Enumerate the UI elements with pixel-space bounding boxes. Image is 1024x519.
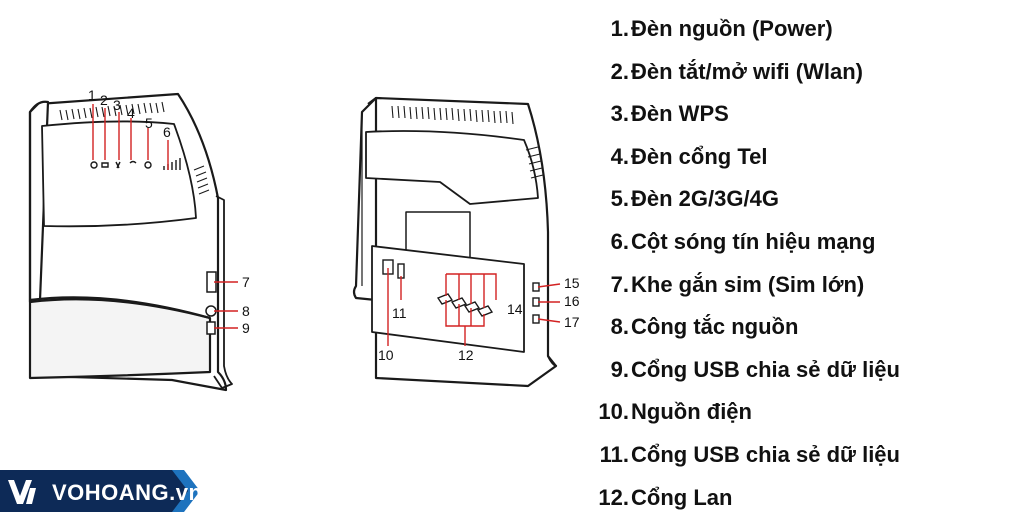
legend-item: 5.Đèn 2G/3G/4G (580, 178, 1020, 221)
power-led-icon (90, 161, 98, 169)
legend-text: Công tắc nguồn (631, 314, 799, 340)
brand-banner: VOHOANG.vn (0, 470, 203, 512)
legend-number: 4. (610, 143, 629, 169)
legend-number: 6. (610, 228, 629, 254)
legend-text: Đèn tắt/mở wifi (Wlan) (631, 58, 863, 84)
legend-text: Đèn WPS (631, 101, 729, 127)
legend-text: Nguồn điện (631, 399, 752, 425)
legend-item: 6.Cột sóng tín hiệu mạng (580, 221, 1020, 264)
callout-16: 16 (564, 293, 580, 309)
front-vent-slots (59, 101, 210, 195)
legend-text: Cột sóng tín hiệu mạng (631, 228, 876, 254)
callout-11: 11 (392, 305, 407, 321)
usb-back-icon (397, 263, 405, 279)
back-callout-numbers: 10 11 12 14 15 16 17 (378, 275, 580, 363)
legend-text: Cổng USB chia sẻ dữ liệu (631, 356, 900, 382)
legend-item: 7.Khe gắn sim (Sim lớn) (580, 264, 1020, 307)
callout-10: 10 (378, 347, 394, 363)
brand-banner-shape (0, 470, 200, 512)
lan-port-1-icon (436, 293, 454, 305)
front-callout-lines (92, 104, 238, 329)
legend-item: 11.Cổng USB chia sẻ dữ liệu (580, 434, 1020, 477)
usb-port-icon (206, 321, 216, 335)
legend-text: Đèn nguồn (Power) (631, 16, 833, 41)
legend-number: 1. (610, 16, 629, 41)
callout-15: 15 (564, 275, 580, 291)
wlan-led-icon (101, 162, 109, 168)
legend-list: 1.Đèn nguồn (Power) 2.Đèn tắt/mở wifi (W… (580, 8, 1020, 519)
legend-number: 7. (610, 271, 629, 297)
callout-6: 6 (163, 124, 171, 140)
legend-item: 10.Nguồn điện (580, 391, 1020, 434)
network-mode-led-icon (144, 161, 152, 169)
tel-led-icon (129, 160, 137, 164)
legend-item: 1.Đèn nguồn (Power) (580, 8, 1020, 51)
legend-text: Đèn 2G/3G/4G (631, 186, 779, 212)
legend-item: 9.Cổng USB chia sẻ dữ liệu (580, 349, 1020, 392)
brand-name: VOHOANG.vn (52, 480, 203, 505)
legend-item: 3.Đèn WPS (580, 93, 1020, 136)
vh-logo-icon (8, 480, 36, 504)
legend-item: 2.Đèn tắt/mở wifi (Wlan) (580, 51, 1020, 94)
front-callout-numbers: 1 2 3 4 5 6 7 8 9 (88, 87, 250, 336)
back-ports (382, 259, 540, 324)
legend-item: 4.Đèn cổng Tel (580, 136, 1020, 179)
legend-text: Cổng Lan (631, 484, 733, 510)
callout-14: 14 (507, 301, 523, 317)
callout-3: 3 (113, 97, 121, 113)
legend-number: 8. (610, 314, 629, 340)
wps-led-icon (115, 161, 121, 169)
legend-item: 12.Cổng Lan (580, 477, 1020, 519)
legend-number: 12. (598, 484, 629, 510)
router-front-view (28, 92, 233, 392)
legend-number: 9. (610, 356, 629, 382)
router-back-view (352, 96, 558, 388)
legend-item: 8.Công tắc nguồn (580, 306, 1020, 349)
legend-number: 3. (610, 101, 629, 127)
callout-17: 17 (564, 314, 580, 330)
callout-1: 1 (88, 87, 96, 103)
legend-text: Đèn cổng Tel (631, 143, 768, 169)
callout-8: 8 (242, 303, 250, 319)
legend-number: 10. (598, 399, 629, 425)
legend-text: Khe gắn sim (Sim lớn) (631, 271, 865, 297)
front-led-icons (90, 158, 181, 170)
callout-5: 5 (145, 115, 153, 131)
legend-number: 5. (610, 186, 629, 212)
legend-number: 11. (599, 441, 629, 467)
legend-number: 2. (610, 58, 629, 84)
callout-4: 4 (127, 105, 135, 121)
callout-7: 7 (242, 274, 250, 290)
callout-9: 9 (242, 320, 250, 336)
callout-12: 12 (458, 347, 474, 363)
back-vent-slots (391, 105, 544, 179)
back-callout-lines (387, 268, 561, 346)
callout-2: 2 (100, 92, 108, 108)
legend-text: Cổng USB chia sẻ dữ liệu (631, 441, 900, 467)
